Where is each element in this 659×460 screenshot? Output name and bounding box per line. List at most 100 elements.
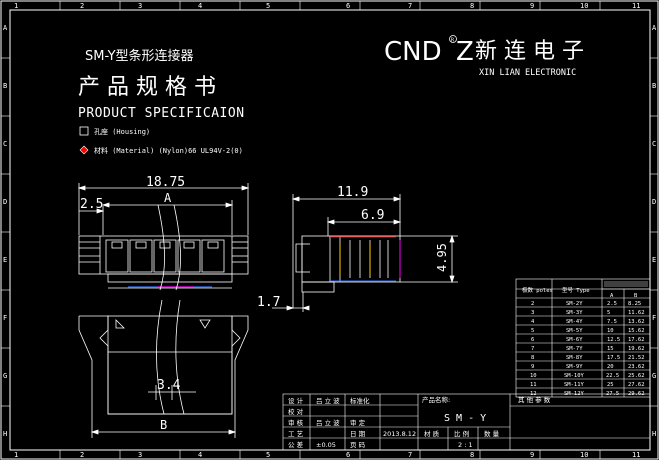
table-row: 2 SM-2Y 2.5 8.25	[531, 301, 641, 307]
border-letter: A	[652, 24, 657, 32]
table-cell: SM-3Y	[566, 310, 583, 316]
table-row: 7 SM-7Y 15 19.62	[531, 346, 645, 352]
table-cell: SM-4Y	[566, 319, 583, 325]
spec-title-cn: 产 品 规 格 书	[78, 75, 216, 100]
border-number: 10	[580, 2, 588, 10]
table-row: 4 SM-4Y 7.5 13.62	[531, 319, 645, 325]
table-cell: 5	[531, 328, 534, 334]
table-row: 3 SM-3Y 5 11.62	[531, 310, 645, 316]
table-cell: SM-6Y	[566, 337, 583, 343]
border-letter: G	[3, 372, 7, 380]
tb-date: 2013.8.12	[383, 430, 416, 438]
table-cell: 15	[607, 346, 614, 352]
table-cell: 23.62	[628, 364, 645, 370]
dim-pin: 3.4	[157, 378, 181, 393]
table-cell: SM-2Y	[566, 301, 583, 307]
table-row: 11 SM-11Y 25 27.62	[530, 382, 645, 388]
border-number: 5	[266, 2, 270, 10]
table-header-bar	[604, 281, 648, 287]
tb-tolerance: ±0.05	[316, 441, 336, 449]
border-number: 1	[14, 451, 18, 459]
table-cell: SM-7Y	[566, 346, 583, 352]
border-letters-right: A B C D E F G H	[652, 24, 657, 438]
border-number: 6	[346, 451, 350, 459]
border-number: 8	[470, 451, 474, 459]
tb-label: 审 核	[288, 418, 304, 427]
table-cell: 13.62	[628, 319, 645, 325]
border-number: 2	[80, 451, 84, 459]
tb-scale: 2 : 1	[458, 441, 473, 449]
table-cell: 17.5	[607, 355, 620, 361]
table-cell: 3	[531, 310, 534, 316]
border-number: 1	[14, 2, 18, 10]
table-cell: 27.62	[628, 382, 645, 388]
border-number: 5	[266, 451, 270, 459]
table-cell: SM-8Y	[566, 355, 583, 361]
dim-a-label: A	[164, 191, 172, 205]
border-letter: E	[3, 256, 7, 264]
dim-pitch-offset: 2.5	[80, 197, 103, 212]
tb-label: 工 艺	[288, 430, 304, 438]
table-header: 型号 Type	[562, 286, 590, 294]
table-cell: 15.62	[628, 328, 645, 334]
border-number: 2	[80, 2, 84, 10]
table-cell: 17.62	[628, 337, 645, 343]
border-number: 8	[470, 2, 474, 10]
tb-label: 公 差	[288, 440, 304, 449]
tb-label: 比 例	[454, 429, 469, 438]
series-title: SM-Y型条形连接器	[85, 48, 194, 64]
table-cell: 22.5	[606, 373, 619, 379]
company-en: XIN LIAN ELECTRONIC	[479, 68, 576, 78]
wire-curve	[156, 299, 165, 415]
top-view	[78, 315, 249, 438]
border-number: 7	[408, 451, 412, 459]
table-row: 6 SM-6Y 12.5 17.62	[531, 337, 645, 343]
dim-side-length: 11.9	[337, 185, 368, 200]
side-view	[272, 194, 458, 312]
table-cell: 10	[607, 328, 614, 334]
border-letter: C	[652, 140, 656, 148]
border-number: 7	[408, 2, 412, 10]
border-number: 11	[632, 2, 640, 10]
table-cell: 2	[531, 301, 534, 307]
table-cell: 25	[607, 382, 614, 388]
other-params: 其 他 参 数	[518, 395, 551, 404]
border-letter: F	[3, 314, 7, 322]
border-letter: E	[652, 256, 656, 264]
border-number: 4	[198, 2, 202, 10]
company-cn: 新 连 电 子	[475, 39, 584, 64]
table-cell: 2.5	[607, 301, 617, 307]
housing-swatch-icon	[79, 126, 89, 136]
table-cell: SM-11Y	[564, 382, 585, 388]
table-cell: 9	[531, 364, 534, 370]
table-header: A	[610, 293, 614, 299]
wire-curve	[175, 299, 185, 415]
border-number: 3	[138, 2, 142, 10]
border-number: 6	[346, 2, 350, 10]
border-letter: G	[652, 372, 656, 380]
table-header: 极数 poles	[522, 286, 553, 294]
border-letters-left: A B C D E F G H	[3, 24, 8, 438]
tb-label: 标准化	[350, 396, 370, 405]
dim-side-inner: 6.9	[361, 208, 384, 223]
spec-title-en: PRODUCT SPECIFICAION	[78, 106, 245, 121]
border-number: 11	[632, 451, 640, 459]
table-cell: 19.62	[628, 346, 645, 352]
logo-text-z: Z	[456, 37, 474, 67]
tb-label: 审 定	[350, 418, 366, 427]
dim-height: 4.95	[435, 243, 449, 272]
logo-text: CND	[384, 37, 442, 67]
table-row: 9 SM-9Y 20 23.62	[531, 364, 645, 370]
border-letter: D	[652, 198, 656, 206]
border-letter: B	[652, 82, 656, 90]
border-numbers-bottom: 1 2 3 4 5 6 7 8 9 10 11	[14, 451, 640, 459]
table-cell: 5	[607, 310, 610, 316]
border-number: 4	[198, 451, 202, 459]
tb-label: 数 量	[484, 429, 500, 438]
table-cell: SM-9Y	[566, 364, 583, 370]
dim-overall-width: 18.75	[146, 175, 185, 190]
tb-label: 设 计	[288, 396, 304, 405]
